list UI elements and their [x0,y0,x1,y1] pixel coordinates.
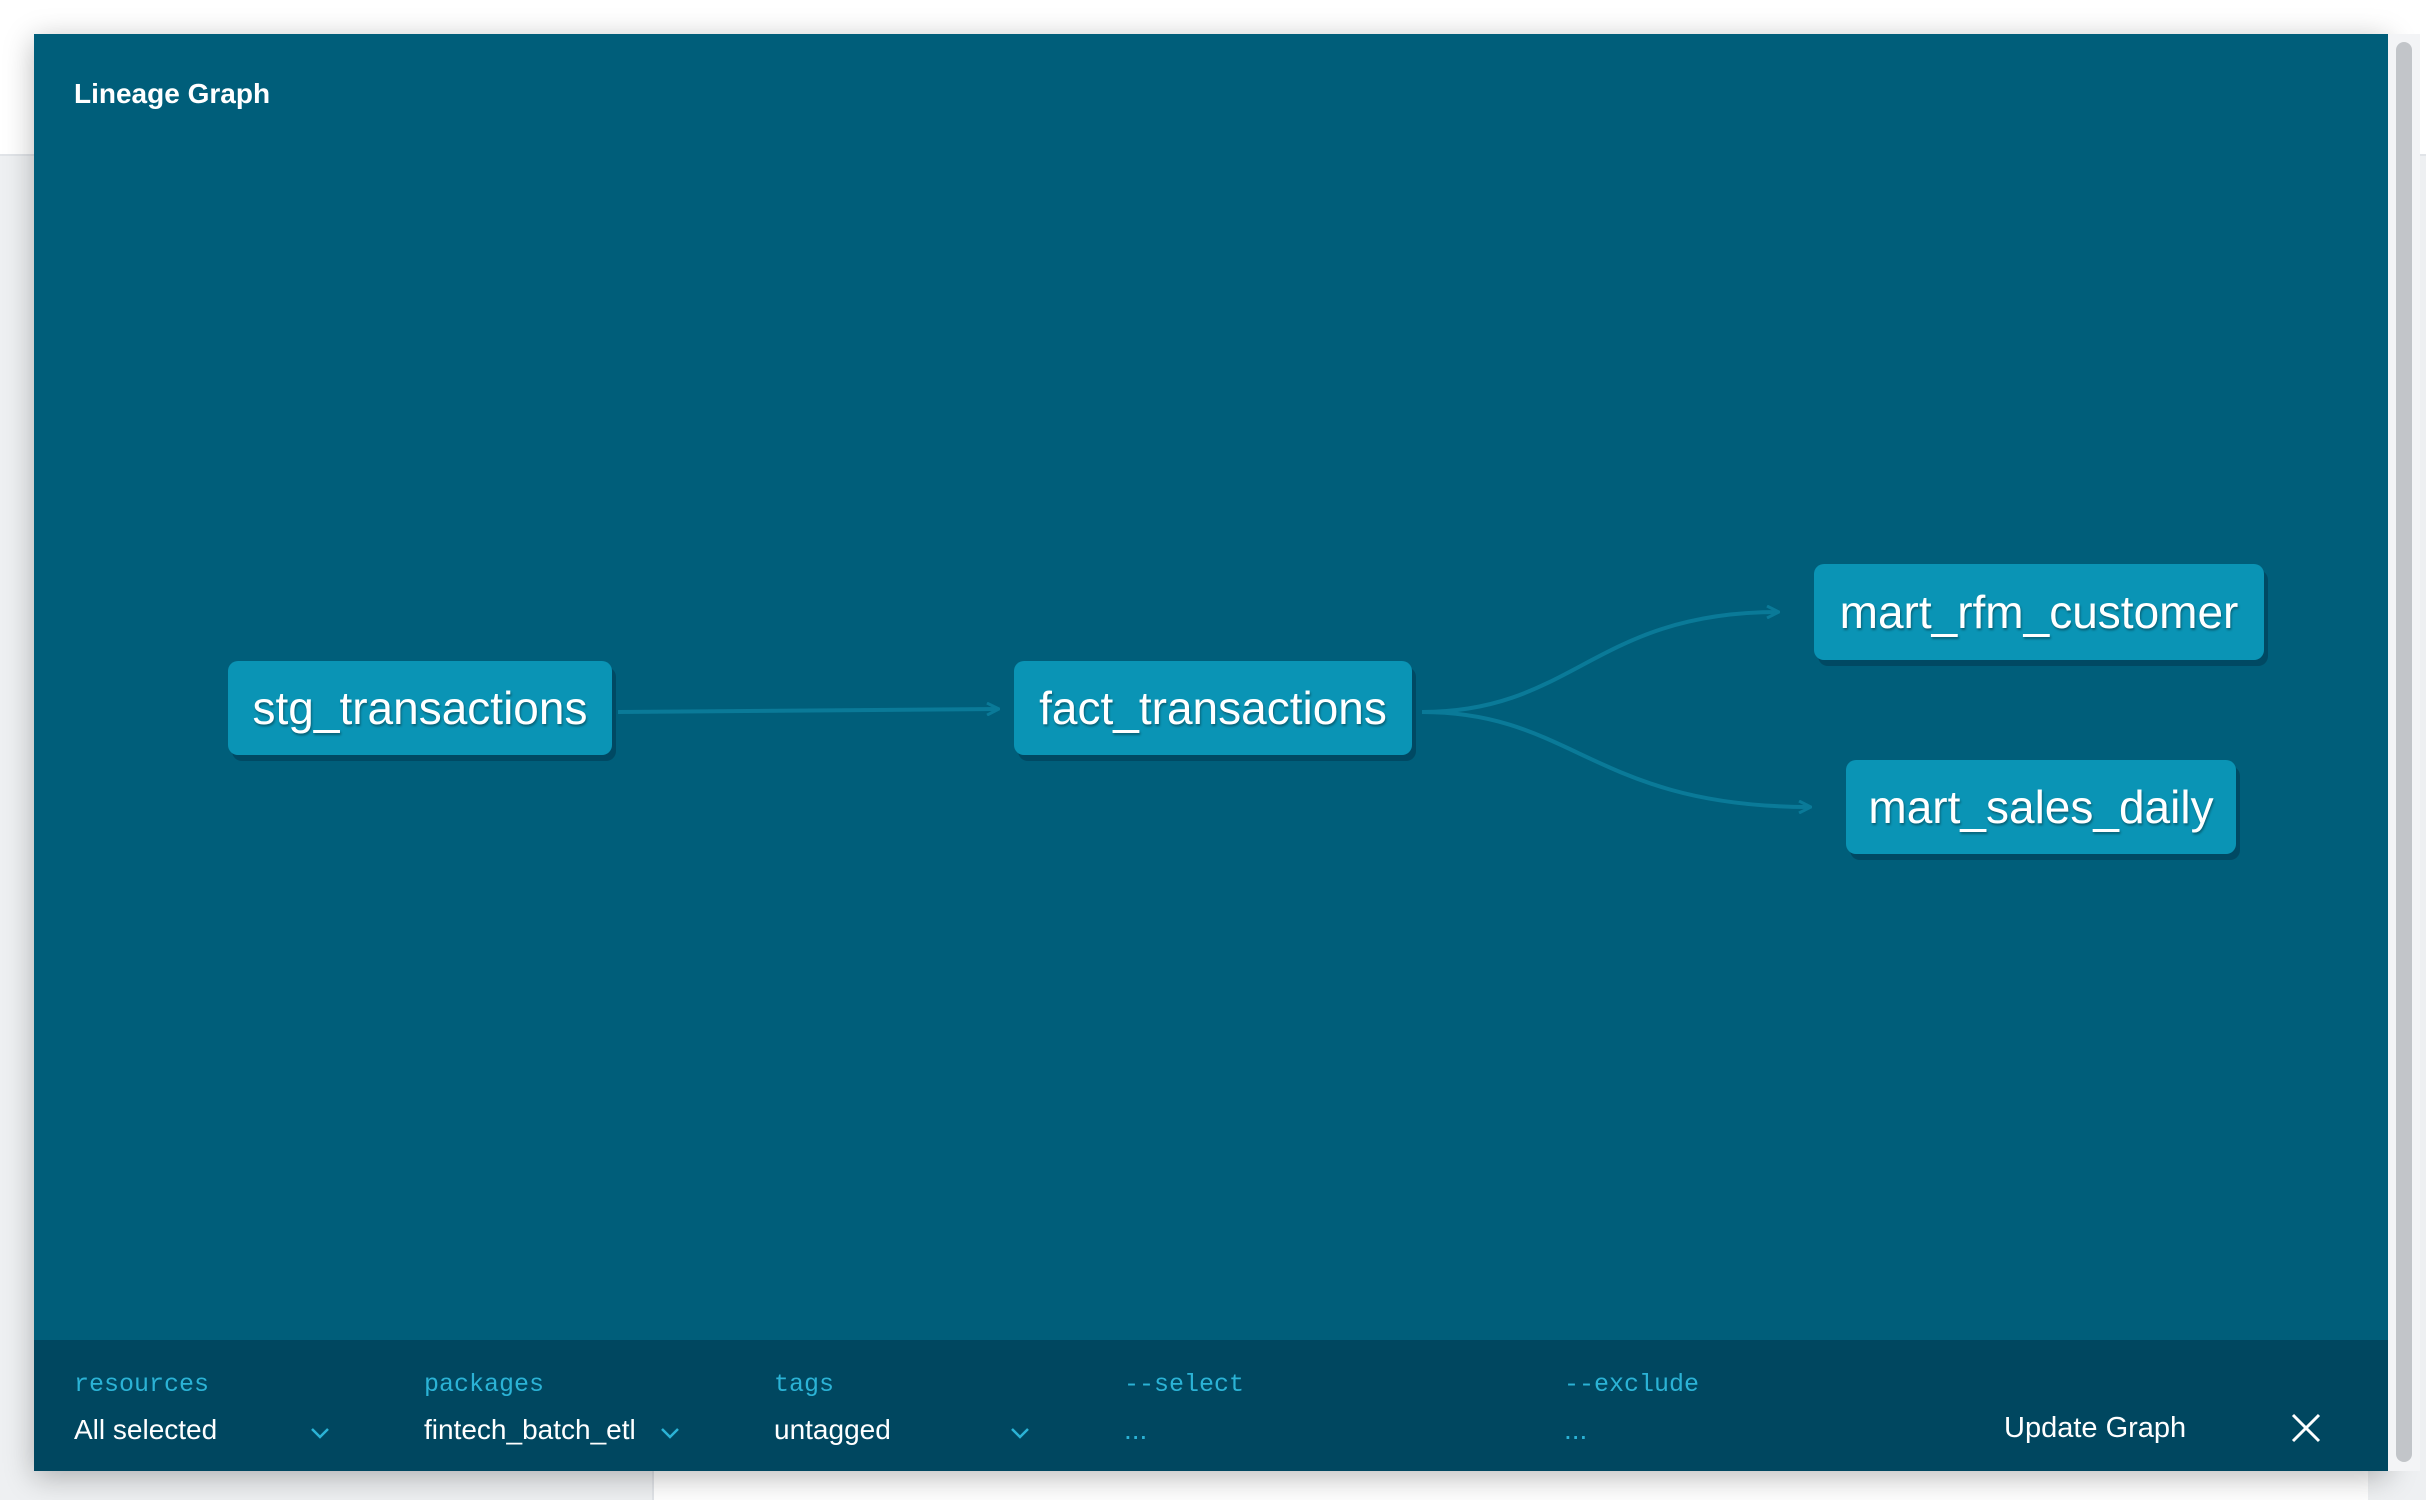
edge-stg-to-fact [617,709,998,712]
tags-chevron-down-icon[interactable] [1010,1426,1030,1440]
resources-chevron-down-icon[interactable] [310,1426,330,1440]
graph-filter-bar: resources All selected packages fintech_… [34,1340,2388,1471]
exclude-input[interactable]: ... [1564,1414,1588,1445]
node-mart-rfm-customer[interactable]: mart_rfm_customer [1814,564,2264,660]
scrollbar[interactable] [2388,34,2420,1471]
packages-chevron-down-icon[interactable] [660,1426,680,1440]
node-stg-transactions[interactable]: stg_transactions [228,661,612,755]
tags-filter-select[interactable]: untagged [774,1414,891,1445]
lineage-graph-modal: Lineage Graph stg_transactions fact_tran… [34,34,2388,1471]
lineage-graph-canvas[interactable] [34,34,2388,1340]
scrollbar-thumb[interactable] [2396,42,2412,1462]
edge-fact-to-sales [1421,710,1810,807]
node-mart-sales-daily[interactable]: mart_sales_daily [1846,760,2236,854]
select-input[interactable]: ... [1124,1414,1148,1445]
resources-filter-label: resources [74,1370,210,1399]
packages-filter-label: packages [424,1370,545,1399]
edge-fact-to-rfm [1421,612,1778,714]
modal-title: Lineage Graph [74,78,271,109]
node-fact-transactions[interactable]: fact_transactions [1014,661,1412,755]
packages-filter-select[interactable]: fintech_batch_etl [424,1414,636,1445]
select-filter-label: --select [1124,1370,1245,1399]
update-graph-button[interactable]: Update Graph [2004,1412,2187,1444]
exclude-filter-label: --exclude [1564,1370,1700,1399]
tags-filter-label: tags [774,1370,835,1399]
close-icon[interactable] [2288,1410,2324,1446]
resources-filter-select[interactable]: All selected [74,1414,218,1445]
